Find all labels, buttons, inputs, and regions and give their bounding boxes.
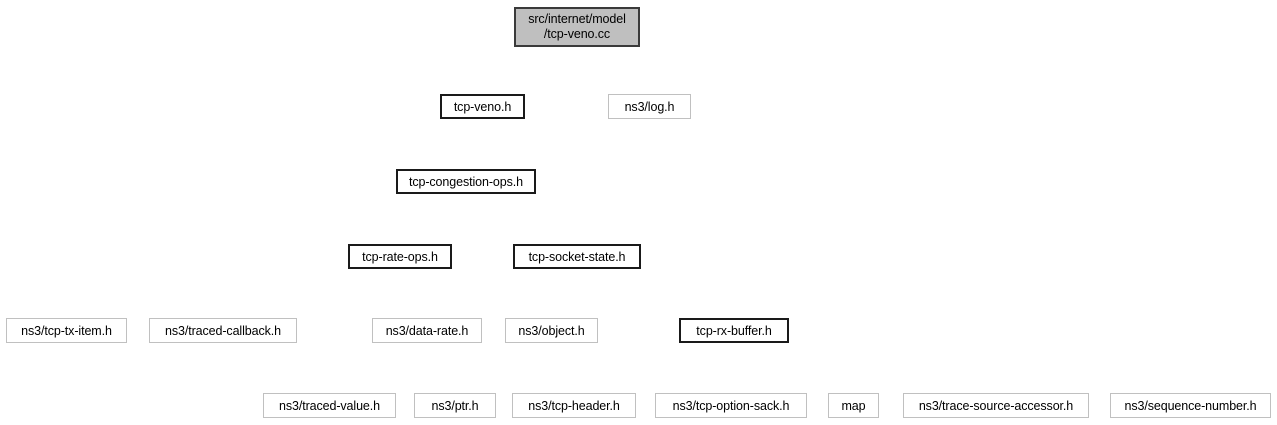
graph-node-ns3-sequence-number[interactable]: ns3/sequence-number.h	[1110, 393, 1271, 418]
graph-node-root[interactable]: src/internet/model /tcp-veno.cc	[514, 7, 640, 47]
graph-node-tcp-rx-buffer[interactable]: tcp-rx-buffer.h	[679, 318, 789, 343]
graph-node-tcp-socket-state[interactable]: tcp-socket-state.h	[513, 244, 641, 269]
graph-node-tcp-veno[interactable]: tcp-veno.h	[440, 94, 525, 119]
graph-node-tcp-congestion-ops[interactable]: tcp-congestion-ops.h	[396, 169, 536, 194]
graph-node-tcp-rate-ops[interactable]: tcp-rate-ops.h	[348, 244, 452, 269]
graph-node-ns3-object[interactable]: ns3/object.h	[505, 318, 598, 343]
graph-node-ns3-traced-value[interactable]: ns3/traced-value.h	[263, 393, 396, 418]
graph-node-ns3-tcp-header[interactable]: ns3/tcp-header.h	[512, 393, 636, 418]
graph-node-ns3-tcp-option-sack[interactable]: ns3/tcp-option-sack.h	[655, 393, 807, 418]
graph-node-ns3-trace-source[interactable]: ns3/trace-source-accessor.h	[903, 393, 1089, 418]
graph-node-map[interactable]: map	[828, 393, 879, 418]
graph-node-ns3-tcp-tx-item[interactable]: ns3/tcp-tx-item.h	[6, 318, 127, 343]
graph-node-ns3-log[interactable]: ns3/log.h	[608, 94, 691, 119]
graph-node-ns3-ptr[interactable]: ns3/ptr.h	[414, 393, 496, 418]
graph-node-ns3-data-rate[interactable]: ns3/data-rate.h	[372, 318, 482, 343]
graph-node-ns3-traced-callback[interactable]: ns3/traced-callback.h	[149, 318, 297, 343]
